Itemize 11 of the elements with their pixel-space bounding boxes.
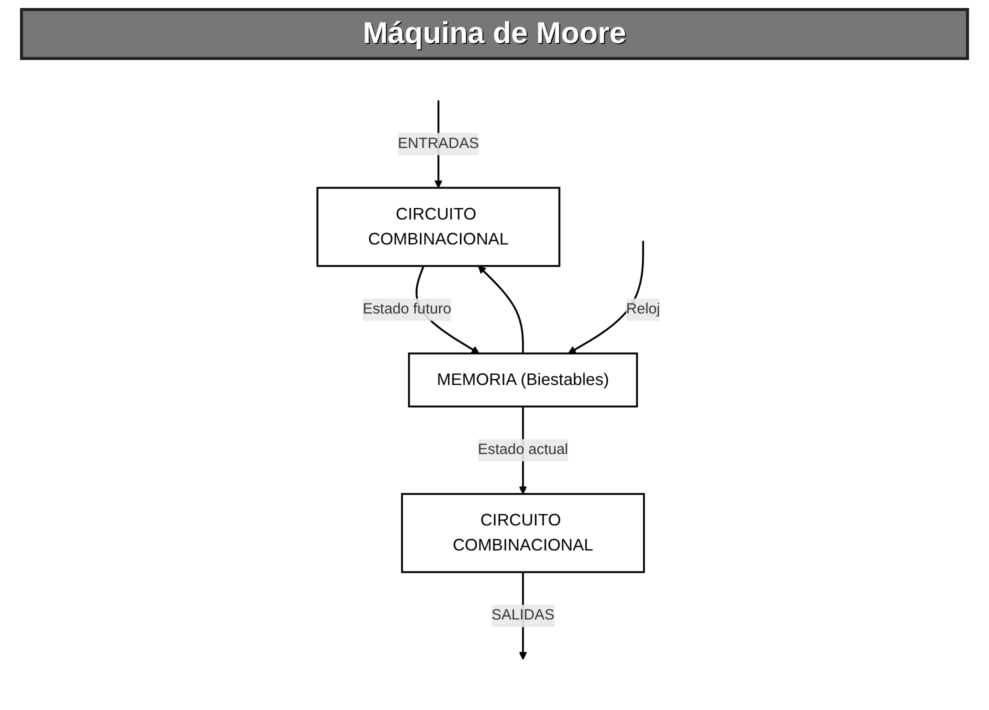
edge-label: Estado futuro xyxy=(362,301,452,318)
arrow xyxy=(568,240,644,354)
edge-label: SALIDAS xyxy=(492,608,555,624)
node-box: CIRCUITO COMBINACIONAL xyxy=(401,493,646,574)
node-box: MEMORIA (Biestables) xyxy=(408,352,638,408)
edge-label: Estado actual xyxy=(478,442,568,458)
title-banner: Máquina de Moore xyxy=(20,8,969,60)
arrow xyxy=(478,266,524,354)
node-box: CIRCUITO COMBINACIONAL xyxy=(316,186,561,267)
edge-label: ENTRADAS xyxy=(398,136,480,152)
edge-label: Reloj xyxy=(626,301,660,318)
